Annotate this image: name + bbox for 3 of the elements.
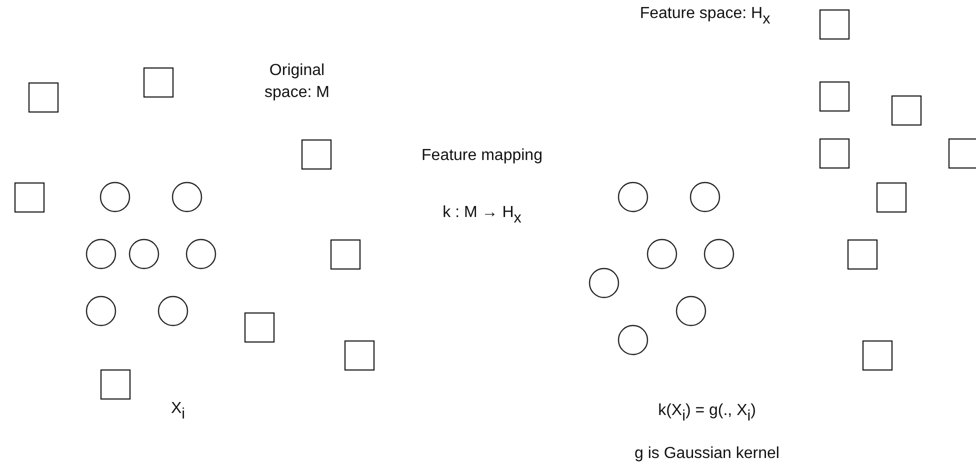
mapping-label: Feature mapping bbox=[422, 146, 542, 166]
note: g is Gaussian kernel bbox=[634, 444, 780, 464]
space-label: Original space: M bbox=[264, 61, 330, 103]
